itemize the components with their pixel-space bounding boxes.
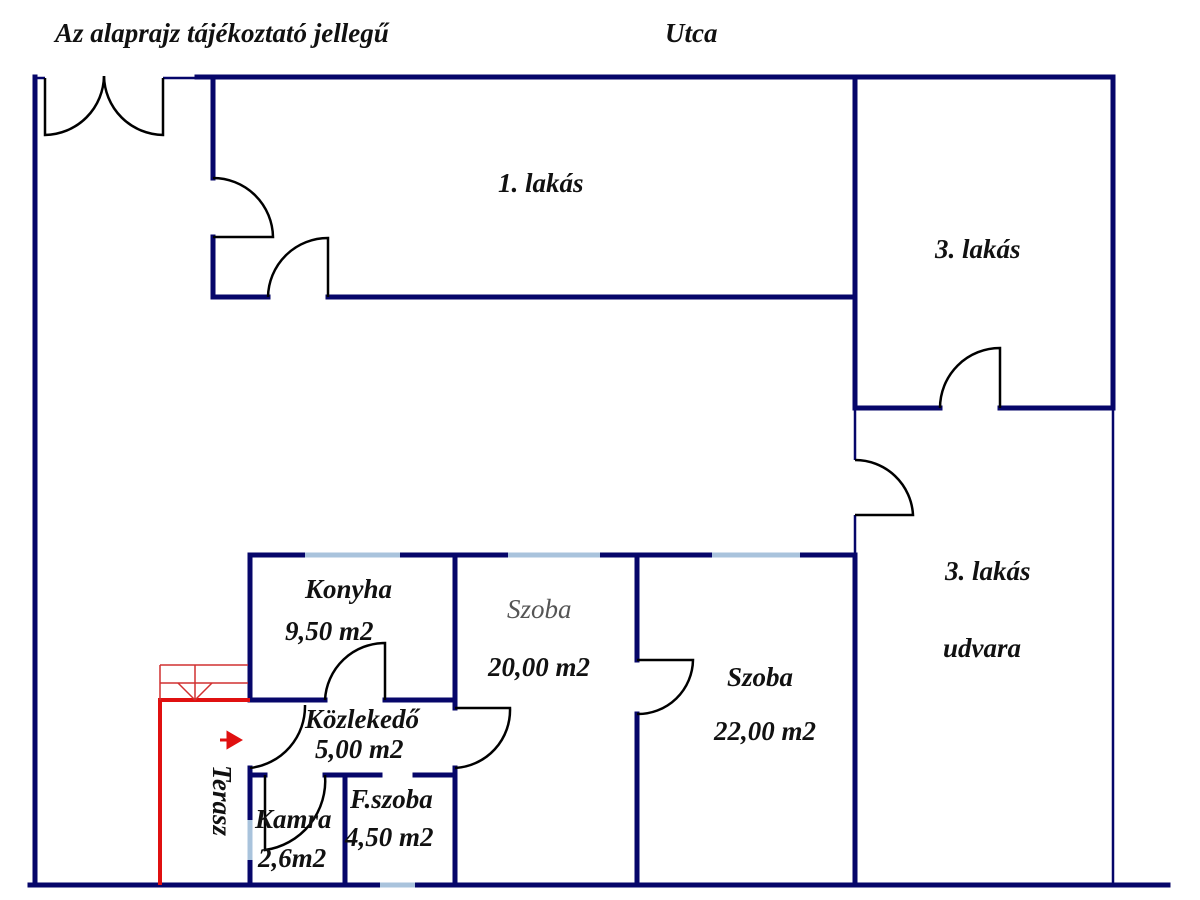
bathroom-area: 4,50 m2 xyxy=(344,822,434,852)
flat3-label: 3. lakás xyxy=(934,234,1021,264)
flat1-door xyxy=(212,176,275,239)
flat1-door xyxy=(266,236,330,298)
flat1-label: 1. lakás xyxy=(498,168,584,198)
pantry-name: Kamra xyxy=(254,804,332,834)
stair-line xyxy=(194,682,213,701)
room2-area: 22,00 m2 xyxy=(713,716,816,746)
terrace-label: Terasz xyxy=(207,765,237,837)
room2-door xyxy=(636,658,695,716)
room1-door xyxy=(454,706,512,770)
entrance-arrow-icon xyxy=(220,730,243,750)
bathroom-name: F.szoba xyxy=(349,784,433,814)
doors xyxy=(43,75,1002,852)
room1-area: 20,00 m2 xyxy=(487,652,590,682)
walls xyxy=(27,74,1171,888)
flat3-door xyxy=(938,346,1002,409)
labels: Az alaprajz tájékoztató jellegű Utca 1. … xyxy=(53,18,1031,873)
kitchen-door xyxy=(323,641,387,701)
terrace xyxy=(158,664,250,885)
yard-door xyxy=(854,458,915,517)
entrance-door-left xyxy=(43,75,106,137)
disclaimer-note: Az alaprajz tájékoztató jellegű xyxy=(53,18,390,48)
kitchen-name: Konyha xyxy=(304,574,392,604)
room2-name: Szoba xyxy=(727,662,793,692)
street-label: Utca xyxy=(665,18,717,48)
entrance-door-right xyxy=(102,75,165,137)
entrance-hall-door xyxy=(249,704,307,770)
room1-name: Szoba xyxy=(507,594,572,624)
hall-name: Közlekedő xyxy=(304,704,420,734)
pantry-area: 2,6m2 xyxy=(257,843,326,873)
flat3-yard-label-2: udvara xyxy=(943,633,1021,663)
flat3-yard-label: 3. lakás xyxy=(944,556,1031,586)
hall-area: 5,00 m2 xyxy=(315,734,404,764)
windows xyxy=(247,552,800,888)
kitchen-area: 9,50 m2 xyxy=(285,616,374,646)
pantry-door xyxy=(263,774,327,852)
stair-line xyxy=(177,682,196,701)
